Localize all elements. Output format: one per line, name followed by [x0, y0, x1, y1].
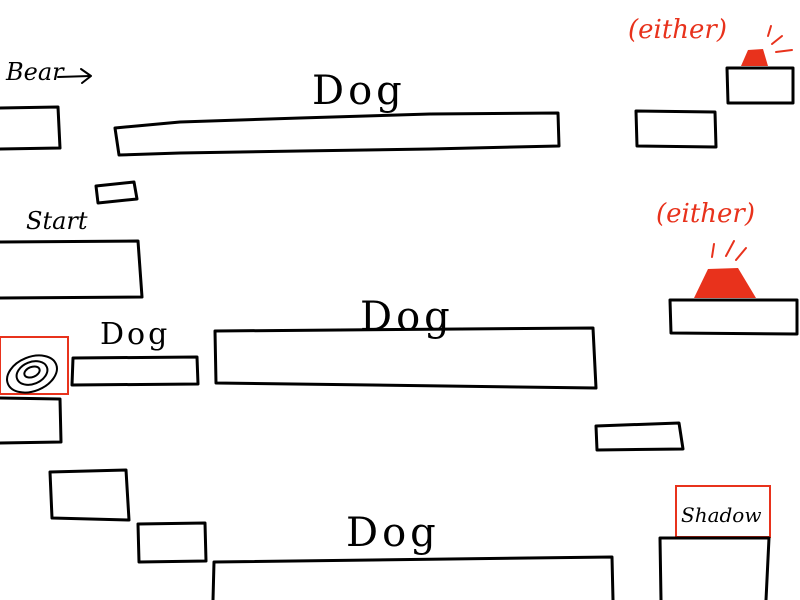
small-block	[94, 180, 139, 205]
shadow-pedestal	[658, 536, 771, 600]
platform-left-edge-middle	[0, 396, 63, 445]
small-dog-platform	[70, 355, 200, 387]
either-label-top: (either)	[628, 15, 727, 45]
dog-label-small: Dog	[100, 317, 170, 352]
platform-left-edge-top	[0, 105, 62, 151]
red-button-icon	[694, 240, 756, 298]
dog-label-middle: Dog	[360, 294, 454, 340]
spiral-portal-icon	[0, 336, 69, 395]
bear-label: Bear	[5, 58, 65, 86]
arrow-right-icon	[57, 68, 92, 84]
start-platform	[0, 239, 144, 300]
dog-platform-middle	[213, 326, 598, 390]
shadow-label: Shadow	[681, 503, 761, 527]
platform-right-middle	[594, 421, 685, 452]
dog-platform-bottom	[211, 555, 615, 600]
step-block-upper	[48, 468, 131, 522]
button-pedestal-top	[725, 66, 795, 105]
start-label: Start	[26, 207, 88, 235]
dog-platform-top	[113, 111, 561, 157]
dog-label-bottom: Dog	[346, 510, 440, 556]
either-label-middle: (either)	[656, 199, 755, 229]
red-button-icon	[741, 25, 793, 66]
platform-right-top	[634, 109, 718, 149]
button-pedestal-middle	[668, 298, 799, 336]
dog-label-top: Dog	[312, 68, 406, 114]
step-block-lower	[136, 521, 208, 564]
